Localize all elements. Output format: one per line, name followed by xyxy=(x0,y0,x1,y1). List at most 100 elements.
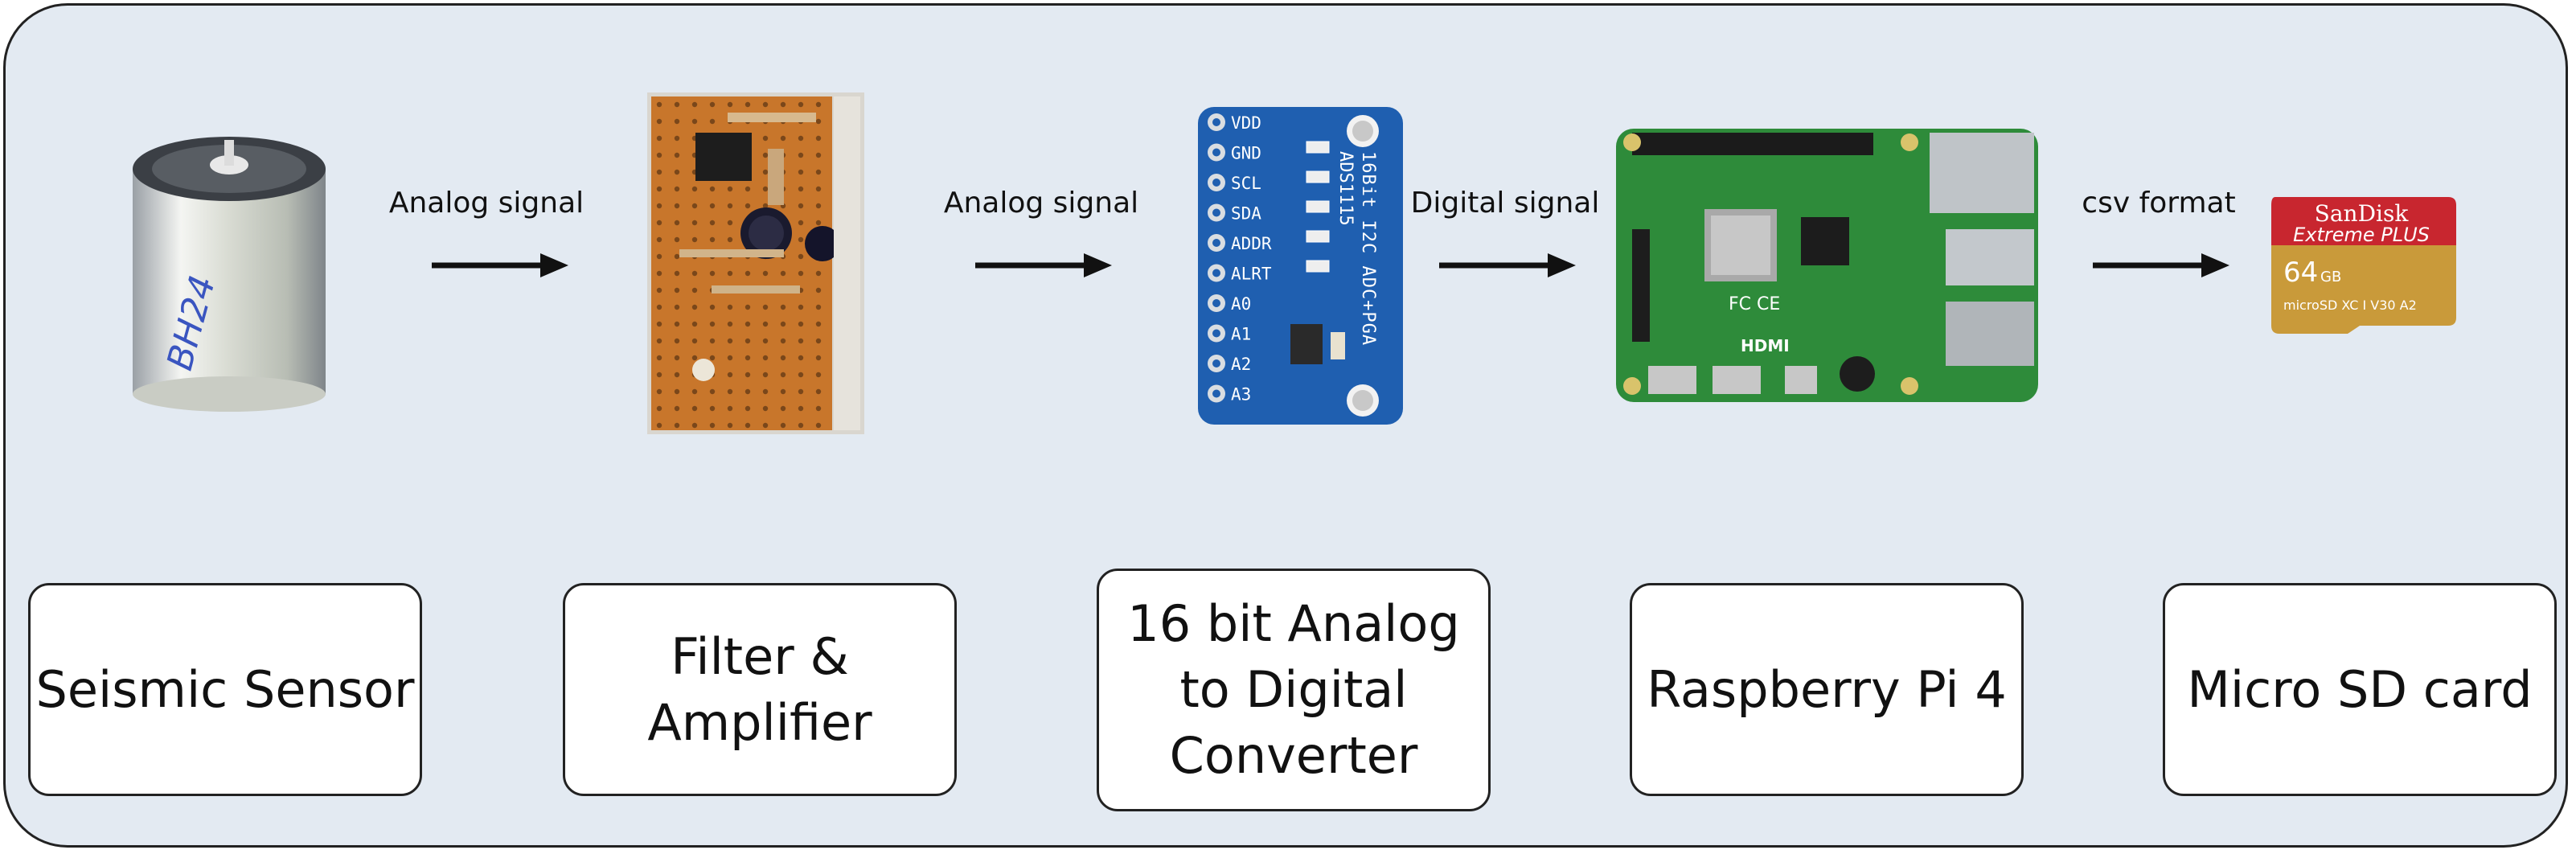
perfboard-hole xyxy=(709,405,716,412)
adc-pin-hole xyxy=(1212,389,1220,398)
adc-pin-label: ALRT xyxy=(1231,265,1272,284)
adc-pin-hole xyxy=(1212,329,1220,338)
perfboard-hole xyxy=(656,253,662,260)
perfboard-hole xyxy=(762,338,769,344)
adc-board-chip: ADS1115 xyxy=(1335,151,1356,226)
perfboard-hole xyxy=(656,118,662,125)
sd-capacity-unit: GB xyxy=(2320,269,2341,285)
perfboard-hole xyxy=(727,101,733,108)
perfboard-hole xyxy=(656,220,662,226)
perfboard-hole xyxy=(709,388,716,395)
perfboard-hole xyxy=(762,169,769,175)
perfboard-hole xyxy=(744,304,751,310)
perfboard-hole xyxy=(691,355,698,361)
perfboard-hole xyxy=(744,101,751,108)
filter-amplifier-image xyxy=(647,92,864,434)
perfboard-hole xyxy=(691,186,698,192)
perfboard-hole xyxy=(674,236,680,243)
perfboard-hole xyxy=(798,236,804,243)
perfboard-hole xyxy=(691,236,698,243)
perfboard-hole xyxy=(727,388,733,395)
perfboard-hole xyxy=(691,304,698,310)
perfboard-hole xyxy=(709,203,716,209)
adc-pin-hole xyxy=(1212,299,1220,307)
adc-pin-hole xyxy=(1212,208,1220,217)
perfboard-hole xyxy=(656,186,662,192)
sd-badges: microSD XC I V30 A2 xyxy=(2283,298,2417,313)
perfboard-hole xyxy=(674,169,680,175)
perfboard-hole xyxy=(727,422,733,429)
perfboard-hole xyxy=(815,321,822,327)
perfboard-hole xyxy=(674,152,680,158)
perfboard-hole xyxy=(780,321,786,327)
perfboard-hole xyxy=(762,355,769,361)
perfboard-hole xyxy=(744,186,751,192)
perfboard-hole xyxy=(815,405,822,412)
signal-label-3: Digital signal xyxy=(1410,187,1600,220)
perfboard-hole xyxy=(744,203,751,209)
perfboard-hole xyxy=(798,422,804,429)
perfboard-hole xyxy=(674,186,680,192)
perfboard-hole xyxy=(674,304,680,310)
perfboard-hole xyxy=(815,270,822,277)
adc-pin-label: A2 xyxy=(1231,355,1251,374)
sd-brand: SanDisk xyxy=(2315,200,2410,227)
perfboard-hole xyxy=(709,355,716,361)
raspberry-pi-label: Raspberry Pi 4 xyxy=(1630,583,2024,796)
perfboard-hole xyxy=(727,321,733,327)
perfboard-hole xyxy=(815,220,822,226)
perfboard-hole xyxy=(744,388,751,395)
perfboard-hole xyxy=(691,203,698,209)
perfboard-hole xyxy=(709,338,716,344)
perfboard-hole xyxy=(762,422,769,429)
pi-hdmi-label: HDMI xyxy=(1741,336,1790,355)
perfboard-hole xyxy=(656,135,662,142)
perfboard-hole xyxy=(798,220,804,226)
perfboard-hole xyxy=(674,388,680,395)
perfboard-hole xyxy=(709,118,716,125)
perfboard-hole xyxy=(656,169,662,175)
perfboard-hole xyxy=(762,203,769,209)
perfboard-hole xyxy=(709,236,716,243)
perfboard-hole xyxy=(674,270,680,277)
perfboard-hole xyxy=(798,304,804,310)
perfboard-hole xyxy=(744,338,751,344)
perfboard-hole xyxy=(656,236,662,243)
perfboard-hole xyxy=(762,388,769,395)
adc-pin-label: GND xyxy=(1231,144,1261,163)
adc-pin-label: SCL xyxy=(1231,174,1261,193)
perfboard-hole xyxy=(656,304,662,310)
perfboard-hole xyxy=(727,203,733,209)
perfboard-hole xyxy=(815,372,822,378)
perfboard-hole xyxy=(691,118,698,125)
perfboard-hole xyxy=(798,135,804,142)
perfboard-hole xyxy=(798,186,804,192)
perfboard-hole xyxy=(815,338,822,344)
arrow-right-icon xyxy=(2093,253,2229,277)
perfboard-hole xyxy=(727,372,733,378)
arrow-right-icon xyxy=(432,253,568,277)
perfboard-hole xyxy=(674,253,680,260)
perfboard-hole xyxy=(709,220,716,226)
perfboard-hole xyxy=(798,372,804,378)
perfboard-hole xyxy=(709,321,716,327)
perfboard-hole xyxy=(691,388,698,395)
perfboard-hole xyxy=(656,338,662,344)
adc-pin-label: A3 xyxy=(1231,385,1251,404)
perfboard-hole xyxy=(762,152,769,158)
signal-label-1: Analog signal xyxy=(388,187,585,220)
perfboard-hole xyxy=(674,220,680,226)
perfboard-hole xyxy=(780,422,786,429)
micro-sd-card-image: SanDisk Extreme PLUS 64 GB microSD XC I … xyxy=(2271,197,2456,334)
perfboard-hole xyxy=(727,236,733,243)
perfboard-hole xyxy=(744,372,751,378)
perfboard-hole xyxy=(780,101,786,108)
perfboard-hole xyxy=(656,372,662,378)
adc-pin-hole xyxy=(1212,179,1220,187)
perfboard-hole xyxy=(780,405,786,412)
perfboard-hole xyxy=(656,101,662,108)
perfboard-hole xyxy=(727,220,733,226)
perfboard-hole xyxy=(656,203,662,209)
perfboard-hole xyxy=(744,321,751,327)
